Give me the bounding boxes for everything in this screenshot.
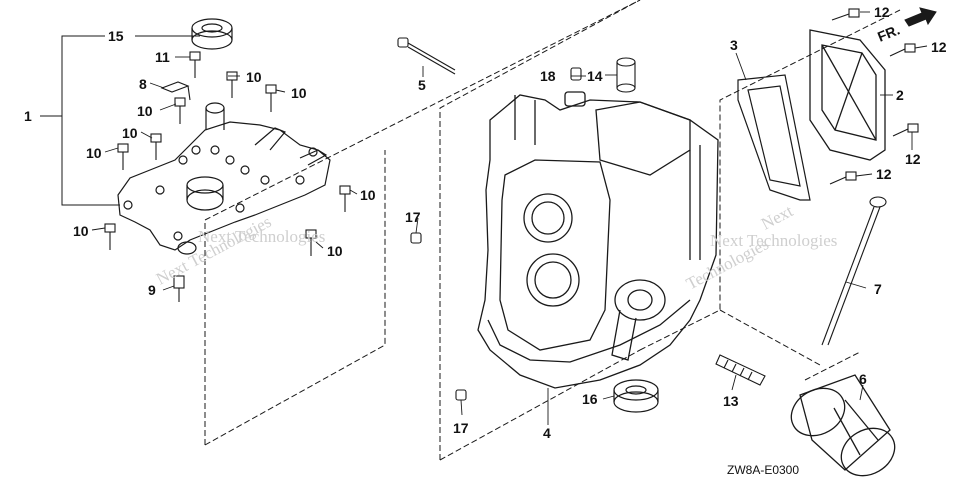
oil-filter-6 (790, 374, 896, 477)
callout-12-c: 12 (905, 151, 921, 167)
oil-seal-16 (613, 379, 659, 413)
callout-10-d: 10 (122, 125, 138, 141)
callout-10-a: 10 (246, 69, 262, 85)
long-bolt-5 (397, 37, 456, 75)
callout-10-b: 10 (291, 85, 307, 101)
watermark-3: Next Technologies (153, 212, 274, 289)
callout-10-h: 10 (327, 243, 343, 259)
callout-7: 7 (874, 281, 882, 297)
callout-10-g: 10 (73, 223, 89, 239)
callout-14: 14 (587, 68, 603, 84)
callout-12-a: 12 (874, 4, 890, 20)
cover-bolts (104, 51, 351, 302)
stud-13 (715, 354, 766, 386)
group-bracket-1 (40, 35, 200, 206)
callout-1: 1 (24, 108, 32, 124)
explode-frame-right (639, 9, 901, 381)
callout-4: 4 (543, 425, 551, 441)
callout-16: 16 (582, 391, 598, 407)
callout-3: 3 (730, 37, 738, 53)
callout-10-f: 10 (360, 187, 376, 203)
head-cover-2 (809, 29, 886, 161)
explode-frame-front (204, 0, 641, 461)
gasket-3 (737, 74, 811, 201)
callout-15: 15 (108, 28, 124, 44)
watermark-1: Next Technologies (198, 227, 325, 246)
direction-label: FR. (875, 21, 902, 44)
dipstick-7 (821, 196, 887, 346)
callout-10-e: 10 (86, 145, 102, 161)
callout-18: 18 (540, 68, 556, 84)
watermark-4: Next (758, 201, 796, 233)
watermark-2: Next Technologies (710, 231, 837, 250)
callout-5: 5 (418, 77, 426, 93)
leader-lines (91, 11, 928, 425)
callout-6: 6 (859, 371, 867, 387)
front-arrow-icon (904, 7, 937, 27)
callout-10-c: 10 (137, 103, 153, 119)
callout-9: 9 (148, 282, 156, 298)
callout-13: 13 (723, 393, 739, 409)
cylinder-block (477, 91, 719, 389)
callout-12-d: 12 (876, 166, 892, 182)
cover-bolts-12 (829, 8, 919, 185)
callout-17-a: 17 (405, 209, 421, 225)
cylinder-cover (117, 102, 331, 255)
callout-11: 11 (155, 49, 170, 65)
callout-numbers: 1 2 3 4 5 6 7 8 9 10 10 10 10 10 10 10 1… (24, 4, 947, 477)
drawing-code: ZW8A-E0300 (727, 463, 799, 477)
callout-2: 2 (896, 87, 904, 103)
oil-seal-15 (191, 18, 233, 50)
callout-17-b: 17 (453, 420, 469, 436)
callout-12-b: 12 (931, 39, 947, 55)
callout-8: 8 (139, 76, 147, 92)
